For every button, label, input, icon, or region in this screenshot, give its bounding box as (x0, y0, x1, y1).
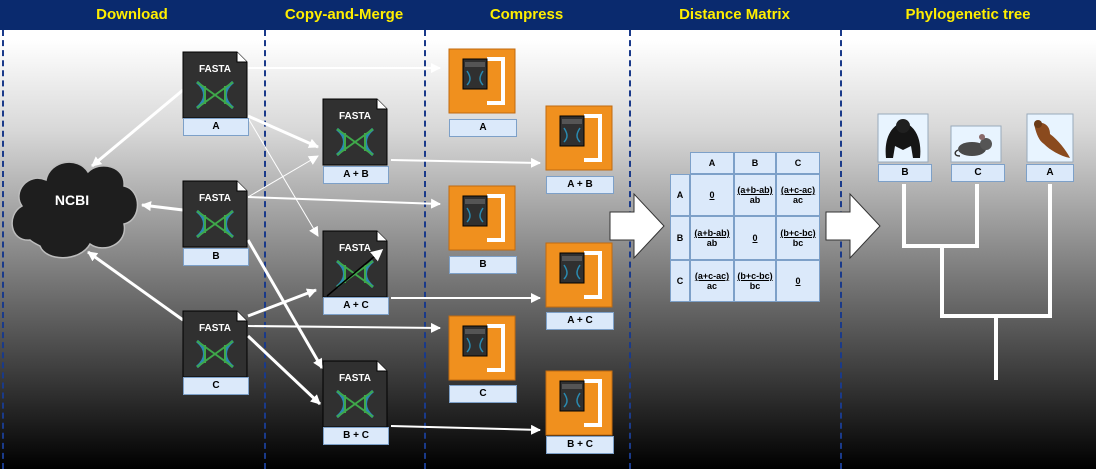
matrix-cell-numerator: (a+b-ab) (737, 185, 773, 195)
matrix-cell-denominator: ab (706, 238, 718, 248)
matrix-row-header: A (670, 174, 690, 216)
file-type-label: FASTA (339, 373, 371, 384)
matrix-cell-denominator: ac (706, 281, 717, 291)
connection-arrows (87, 63, 541, 435)
stage-title: Phylogenetic tree (905, 6, 1031, 23)
compressed-archive-icon (447, 47, 517, 115)
stage-header-merge: Copy-and-Merge (264, 0, 425, 30)
matrix-cell: (a+b-ab)ab (734, 174, 776, 216)
matrix-cell: (a+c-ac)ac (690, 260, 734, 302)
compress-label: A + B (546, 176, 614, 194)
gorilla-icon (877, 113, 929, 163)
matrix-cell: 0 (776, 260, 820, 302)
matrix-cell-numerator: 0 (752, 233, 758, 243)
matrix-cell-numerator: 0 (709, 190, 715, 200)
fasta-file-icon (181, 179, 249, 249)
matrix-col-header: C (776, 152, 820, 174)
stage-arrow-icon (609, 192, 665, 260)
stage-arrow-icon (825, 192, 881, 260)
file-type-label: FASTA (199, 64, 231, 75)
ncbi-cloud-icon (11, 161, 139, 259)
matrix-cell: (b+c-bc)bc (776, 216, 820, 260)
matrix-cell-numerator: (b+c-bc) (737, 271, 773, 281)
stage-title: Compress (489, 6, 564, 23)
bird-icon (1026, 113, 1074, 163)
merge-label: A + B (323, 166, 389, 184)
compress-label: A (449, 119, 517, 137)
compress-label: C (449, 385, 517, 403)
matrix-cell: 0 (690, 174, 734, 216)
matrix-cell: (b+c-bc)bc (734, 260, 776, 302)
matrix-cell-numerator: (b+c-bc) (780, 228, 816, 238)
file-type-label: FASTA (339, 243, 371, 254)
compressed-archive-icon (544, 104, 614, 172)
stage-divider (264, 30, 266, 469)
matrix-row-header: B (670, 216, 690, 260)
fasta-file-icon (181, 50, 249, 120)
compressed-archive-icon (447, 184, 517, 252)
fasta-file-icon (321, 97, 389, 167)
file-type-label: FASTA (199, 323, 231, 334)
matrix-cell-denominator: bc (792, 238, 804, 248)
matrix-cell: (a+c-ac)ac (776, 174, 820, 216)
compress-label: B (449, 256, 517, 274)
tree-leaf-label: A (1026, 164, 1074, 182)
compressed-archive-icon (544, 369, 614, 437)
download-label: B (183, 248, 249, 266)
compress-label: A + C (546, 312, 614, 330)
stage-title: Download (96, 6, 168, 23)
matrix-col-header: A (690, 152, 734, 174)
stage-title: Distance Matrix (679, 6, 790, 23)
download-label: A (183, 118, 249, 136)
download-label: C (183, 377, 249, 395)
matrix-cell-denominator: ac (792, 195, 803, 205)
stage-header-matrix: Distance Matrix (629, 0, 841, 30)
stage-divider (2, 30, 4, 469)
matrix-cell-numerator: 0 (795, 276, 801, 286)
stage-divider (424, 30, 426, 469)
tree-leaf-label: C (951, 164, 1005, 182)
merge-arrow-icon (326, 249, 384, 297)
compress-label: B + C (546, 436, 614, 454)
phylogenetic-tree (902, 184, 1052, 380)
fasta-file-icon (181, 309, 249, 379)
merge-label: B + C (323, 427, 389, 445)
matrix-cell-numerator: (a+c-ac) (780, 185, 816, 195)
fasta-file-icon (321, 359, 389, 429)
stage-title: Copy-and-Merge (284, 6, 404, 23)
matrix-row-header: C (670, 260, 690, 302)
matrix-cell-numerator: (a+c-ac) (694, 271, 730, 281)
matrix-cell-denominator: ab (749, 195, 761, 205)
stage-divider (629, 30, 631, 469)
ncbi-label: NCBI (54, 192, 90, 208)
merge-label: A + C (323, 297, 389, 315)
file-type-label: FASTA (339, 111, 371, 122)
stage-header-download: Download (0, 0, 265, 30)
compressed-archive-icon (447, 314, 517, 382)
mouse-icon (950, 125, 1002, 163)
matrix-cell: (a+b-ab)ab (690, 216, 734, 260)
stage-header-tree: Phylogenetic tree (840, 0, 1096, 30)
compressed-archive-icon (544, 241, 614, 309)
matrix-cell-numerator: (a+b-ab) (694, 228, 730, 238)
stage-divider (840, 30, 842, 469)
matrix-cell: 0 (734, 216, 776, 260)
fasta-file-icon (321, 229, 389, 299)
stage-header-compress: Compress (424, 0, 630, 30)
matrix-cell-denominator: bc (749, 281, 761, 291)
matrix-col-header: B (734, 152, 776, 174)
file-type-label: FASTA (199, 193, 231, 204)
tree-leaf-label: B (878, 164, 932, 182)
